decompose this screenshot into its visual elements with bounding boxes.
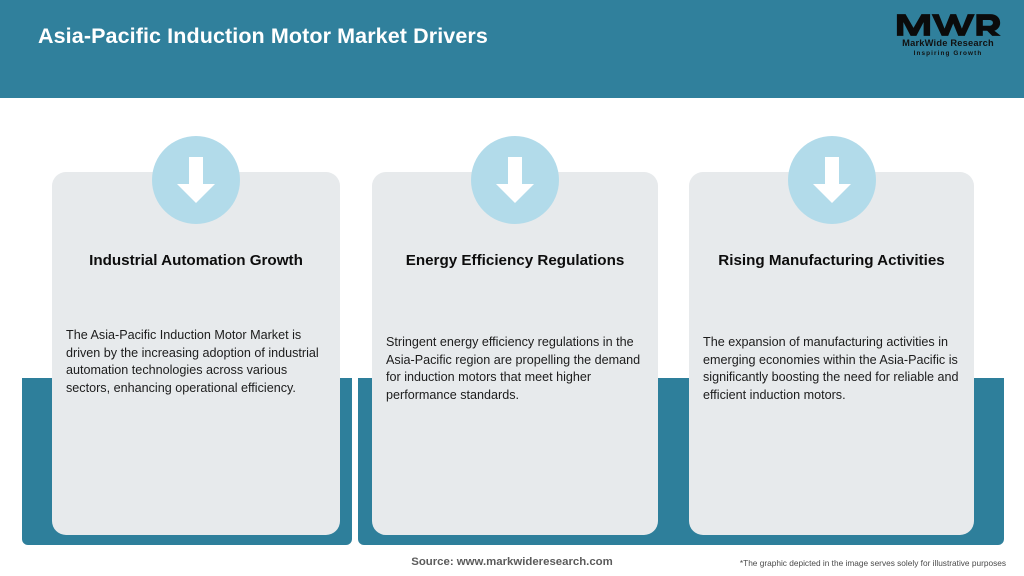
- header-bar: Asia-Pacific Induction Motor Market Driv…: [0, 0, 1024, 98]
- card-body-text: The Asia-Pacific Induction Motor Market …: [66, 328, 319, 395]
- arrow-down-icon: [787, 136, 876, 224]
- logo-company-name: MarkWide Research: [902, 38, 994, 48]
- card-title: Industrial Automation Growth: [89, 252, 303, 269]
- driver-card-1[interactable]: Industrial Automation Growth The Asia-Pa…: [52, 136, 340, 535]
- logo-tagline: Inspiring Growth: [913, 50, 983, 57]
- page-title: Asia-Pacific Induction Motor Market Driv…: [38, 24, 488, 48]
- card-body-text: The expansion of manufacturing activitie…: [703, 335, 959, 402]
- arrow-down-glyph: [812, 157, 851, 203]
- disclaimer-label: *The graphic depicted in the image serve…: [739, 558, 1006, 568]
- arrow-down-glyph: [177, 157, 215, 203]
- arrow-down-glyph: [496, 157, 534, 203]
- arrow-down-icon: [471, 136, 559, 224]
- card-body-text: Stringent energy efficiency regulations …: [386, 335, 641, 402]
- driver-card-3[interactable]: Rising Manufacturing Activities The expa…: [689, 136, 974, 535]
- source-label: Source: www.markwideresearch.com: [411, 556, 613, 568]
- driver-card-2[interactable]: Energy Efficiency Regulations Stringent …: [372, 136, 658, 535]
- card-title: Energy Efficiency Regulations: [405, 252, 625, 269]
- mwr-logo-icon: [896, 14, 1001, 36]
- card-title: Rising Manufacturing Activities: [718, 252, 945, 269]
- arrow-down-icon: [152, 136, 240, 224]
- brand-logo: MarkWide Research Inspiring Growth: [894, 12, 1002, 68]
